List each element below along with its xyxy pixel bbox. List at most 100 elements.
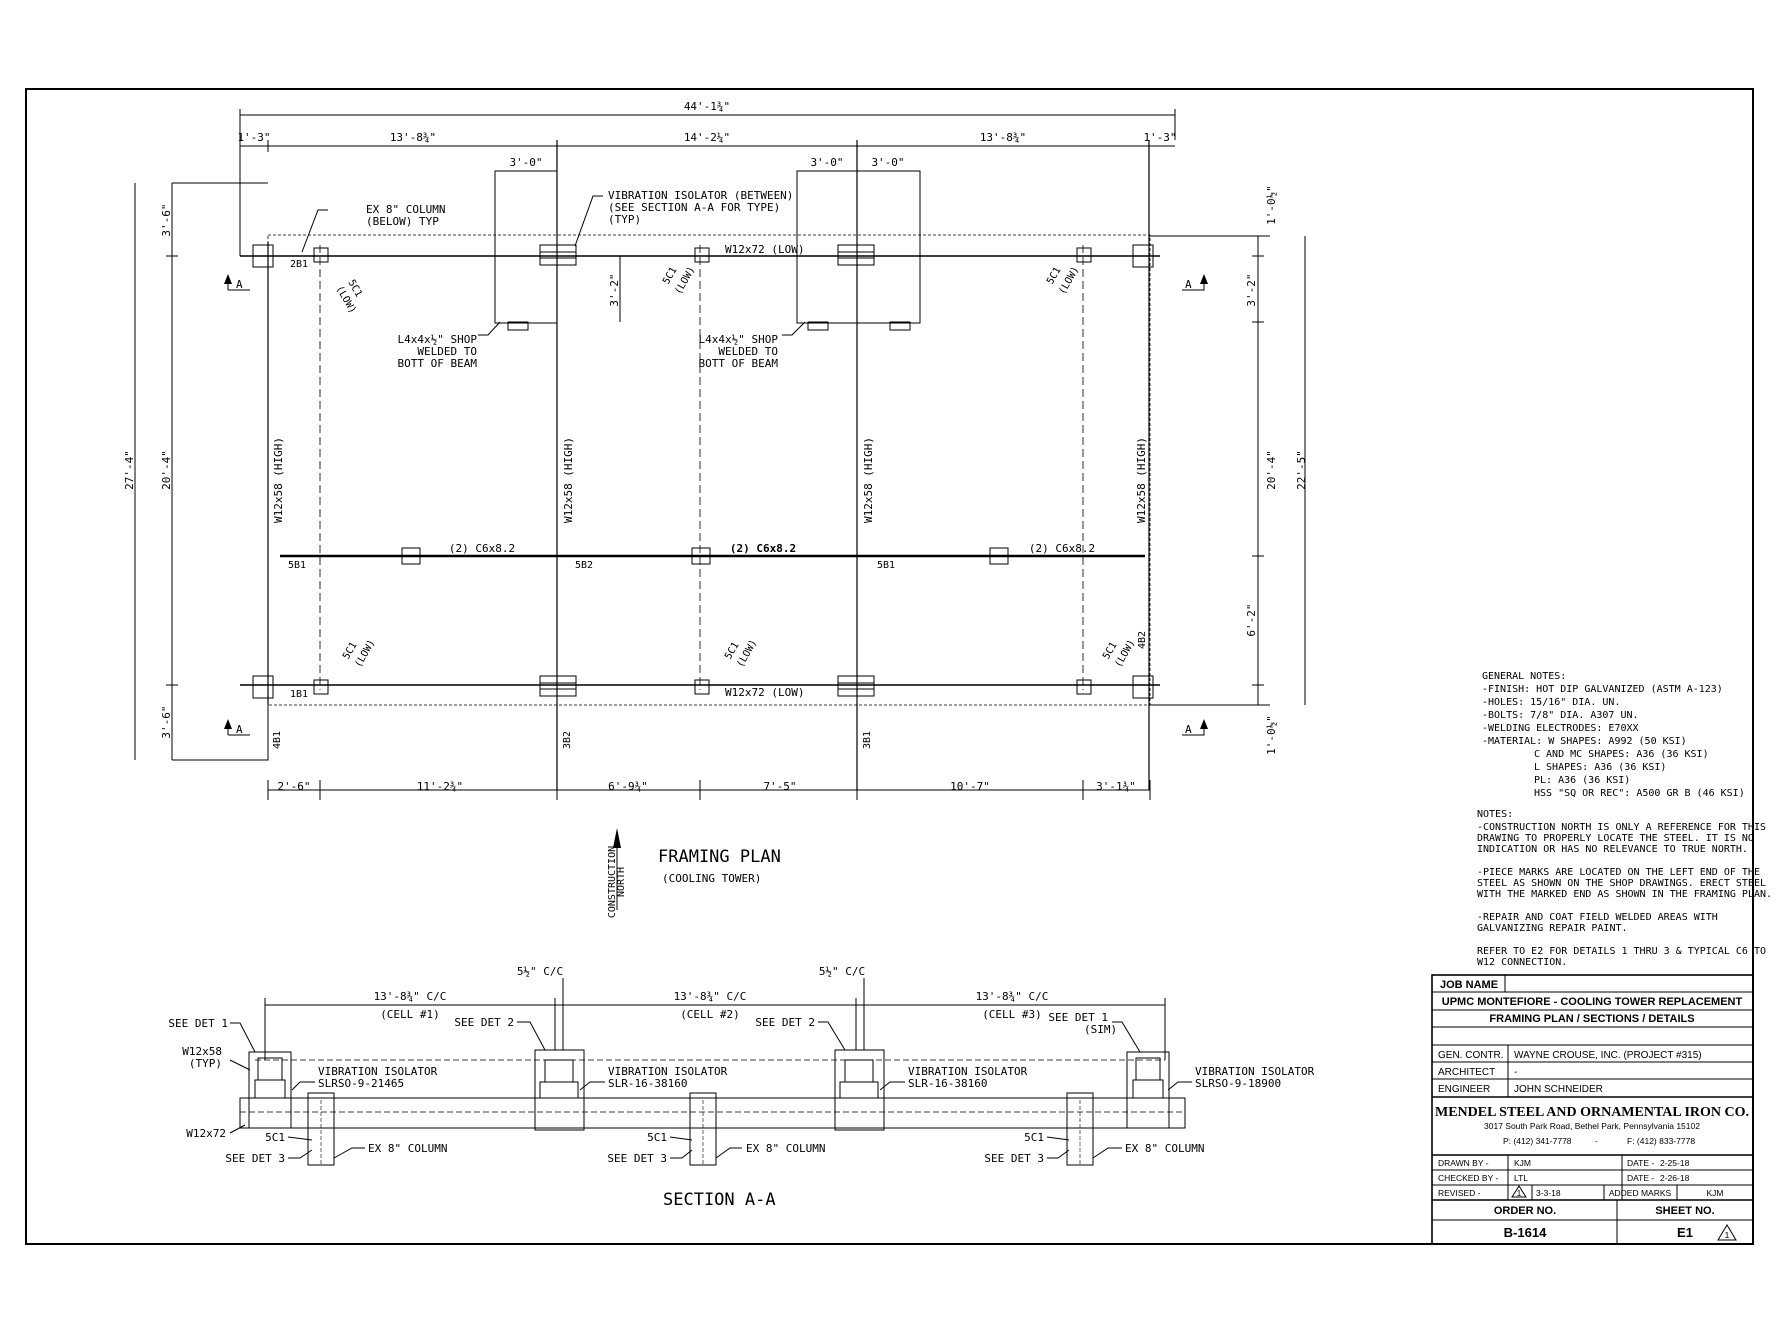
see-det-2-left: SEE DET 2 xyxy=(454,1016,514,1029)
top-dim-4: 13'-8¾" xyxy=(980,131,1026,144)
section-aa xyxy=(229,978,1192,1166)
revision-description: ADDED MARKS xyxy=(1609,1188,1672,1198)
mark-3B1: 3B1 xyxy=(862,731,873,749)
section-cell-3: (CELL #3) xyxy=(982,1008,1042,1021)
spacing-dim-3: 3'-0" xyxy=(871,156,904,169)
section-col-2: EX 8" COLUMN xyxy=(746,1142,825,1155)
top-dim-1: 1'-3" xyxy=(237,131,270,144)
left-dim-1: 3'-6" xyxy=(160,203,173,236)
angle-callout-1-line2: WELDED TO xyxy=(417,345,477,358)
bottom-dim-4: 7'-5" xyxy=(763,780,796,793)
vib-type-3: SLR-16-38160 xyxy=(908,1077,987,1090)
svg-text:GALVANIZING REPAIR PAINT.: GALVANIZING REPAIR PAINT. xyxy=(1477,923,1628,934)
svg-text:-BOLTS: 7/8" DIA. A307 UN.: -BOLTS: 7/8" DIA. A307 UN. xyxy=(1482,710,1639,721)
svg-text:-MATERIAL: W SHAPES: A992 (50: -MATERIAL: W SHAPES: A992 (50 KSI) xyxy=(1482,736,1687,747)
section-gap-2: 5½" C/C xyxy=(819,965,865,978)
section-gap-1: 5½" C/C xyxy=(517,965,563,978)
checked-by-label: CHECKED BY - xyxy=(1438,1173,1498,1183)
company-phone: P: (412) 341-7778 xyxy=(1503,1136,1572,1146)
channel-label-1: (2) C6x8.2 xyxy=(449,542,515,555)
revision-date: 3-3-18 xyxy=(1536,1188,1561,1198)
mark-5B1-right: 5B1 xyxy=(877,560,895,571)
date1: 2-25-18 xyxy=(1660,1158,1690,1168)
section-mark-a-3: A xyxy=(1185,278,1192,291)
svg-text:L SHAPES: A36 (36 KSI): L SHAPES: A36 (36 KSI) xyxy=(1534,762,1666,773)
bottom-dim-2: 11'-2¾" xyxy=(417,780,463,793)
vib-type-2: SLR-16-38160 xyxy=(608,1077,687,1090)
svg-text:-CONSTRUCTION NORTH IS ONLY A: -CONSTRUCTION NORTH IS ONLY A REFERENCE … xyxy=(1477,822,1766,833)
svg-text:W12 CONNECTION.: W12 CONNECTION. xyxy=(1477,957,1567,968)
sheet-border xyxy=(25,88,1754,1245)
company-dash: - xyxy=(1595,1136,1598,1146)
svg-text:INDICATION OR HAS NO RELEVANCE: INDICATION OR HAS NO RELEVANCE TO TRUE N… xyxy=(1477,844,1748,855)
gen-contr-label: GEN. CONTR. xyxy=(1438,1050,1504,1061)
beam-label-bottom: W12x72 (LOW) xyxy=(725,686,804,699)
angle-callout-2-line3: BOTT OF BEAM xyxy=(699,357,779,370)
sheet-no-label: SHEET NO. xyxy=(1655,1205,1714,1217)
section-mark-a-1: A xyxy=(236,278,243,291)
vib-label-1: VIBRATION ISOLATOR xyxy=(318,1065,438,1078)
bottom-dim-6: 3'-1¾" xyxy=(1096,780,1136,793)
top-dim-5: 1'-3" xyxy=(1143,131,1176,144)
angle-callout-2-line1: L4x4x½" SHOP xyxy=(699,333,779,346)
date2-label: DATE - xyxy=(1627,1173,1654,1183)
notes: NOTES: -CONSTRUCTION NORTH IS ONLY A REF… xyxy=(1477,809,1772,968)
revision-number: 1 xyxy=(1517,1188,1522,1198)
checked-by: LTL xyxy=(1514,1173,1528,1183)
beam-label-v2: W12x58 (HIGH) xyxy=(562,437,575,523)
job-name: UPMC MONTEFIORE - COOLING TOWER REPLACEM… xyxy=(1442,996,1743,1008)
architect: - xyxy=(1514,1067,1517,1078)
angle-callout-1-line1: L4x4x½" SHOP xyxy=(398,333,478,346)
vib-type-4: SLRSO-9-18900 xyxy=(1195,1077,1281,1090)
top-dim-3: 14'-2¼" xyxy=(684,131,730,144)
right-dim-5: 1'-0½" xyxy=(1265,715,1278,755)
section-cc-1: 13'-8¾" C/C xyxy=(374,990,447,1003)
svg-text:-HOLES: 15/16" DIA. UN.: -HOLES: 15/16" DIA. UN. xyxy=(1482,697,1620,708)
general-notes: GENERAL NOTES: -FINISH: HOT DIP GALVANIZ… xyxy=(1482,671,1745,799)
engineer: JOHN SCHNEIDER xyxy=(1514,1084,1603,1095)
callout-column-line1: EX 8" COLUMN xyxy=(366,203,445,216)
svg-text:WITH THE MARKED END AS SHOWN I: WITH THE MARKED END AS SHOWN IN THE FRAM… xyxy=(1477,889,1772,900)
svg-text:-FINISH: HOT DIP GALVANIZED (A: -FINISH: HOT DIP GALVANIZED (ASTM A-123) xyxy=(1482,684,1723,695)
svg-text:(LOW): (LOW) xyxy=(353,638,378,670)
section-det3-1: SEE DET 3 xyxy=(225,1152,285,1165)
vib-label-3: VIBRATION ISOLATOR xyxy=(908,1065,1028,1078)
spacing-dim-2: 3'-0" xyxy=(810,156,843,169)
order-no: B-1614 xyxy=(1504,1225,1547,1240)
svg-text:C AND MC SHAPES: A36 (36 KSI): C AND MC SHAPES: A36 (36 KSI) xyxy=(1534,749,1709,760)
job-name-label: JOB NAME xyxy=(1440,979,1498,991)
architect-label: ARCHITECT xyxy=(1438,1067,1495,1078)
section-cell-1: (CELL #1) xyxy=(380,1008,440,1021)
beam-label-v4: W12x58 (HIGH) xyxy=(1135,437,1148,523)
section-det3-2: SEE DET 3 xyxy=(607,1152,667,1165)
left-dim-4: 27'-4" xyxy=(123,450,136,490)
svg-text:(LOW): (LOW) xyxy=(735,638,760,670)
mark-4B2: 4B2 xyxy=(1137,631,1148,649)
mark-5B1-left: 5B1 xyxy=(288,560,306,571)
north-label-2: NORTH xyxy=(616,867,627,897)
title-block xyxy=(1431,974,1754,1245)
callout-column-line2: (BELOW) TYP xyxy=(366,215,439,228)
svg-text:PL: A36 (36 KSI): PL: A36 (36 KSI) xyxy=(1534,775,1630,786)
callout-isolator-line3: (TYP) xyxy=(608,213,641,226)
callout-isolator-line1: VIBRATION ISOLATOR (BETWEEN) xyxy=(608,189,793,202)
section-5c1-2: 5C1 xyxy=(647,1131,667,1144)
mark-5C1-group: 5C1 (LOW) 5C1 (LOW) 5C1 (LOW) 5C1 (LOW) … xyxy=(333,265,1137,670)
mark-4B1: 4B1 xyxy=(272,731,283,749)
section-det3-3: SEE DET 3 xyxy=(984,1152,1044,1165)
vib-type-1: SLRSO-9-21465 xyxy=(318,1077,404,1090)
section-cc-2: 13'-8¾" C/C xyxy=(674,990,747,1003)
beam-label-v1: W12x58 (HIGH) xyxy=(272,437,285,523)
inner-dim: 3'-2" xyxy=(608,273,621,306)
section-typ: (TYP) xyxy=(189,1057,222,1070)
section-w12x58: W12x58 xyxy=(182,1045,222,1058)
svg-text:(LOW): (LOW) xyxy=(1113,638,1138,670)
company-address: 3017 South Park Road, Bethel Park, Penns… xyxy=(1484,1121,1700,1131)
left-dim-2: 20'-4" xyxy=(160,450,173,490)
section-w12x72: W12x72 xyxy=(186,1127,226,1140)
right-dim-4: 6'-2" xyxy=(1245,603,1258,636)
angle-callout-1-line3: BOTT OF BEAM xyxy=(398,357,478,370)
bottom-dim-3: 6'-9¾" xyxy=(608,780,648,793)
vib-label-4: VIBRATION ISOLATOR xyxy=(1195,1065,1315,1078)
framing-plan xyxy=(134,109,1306,910)
